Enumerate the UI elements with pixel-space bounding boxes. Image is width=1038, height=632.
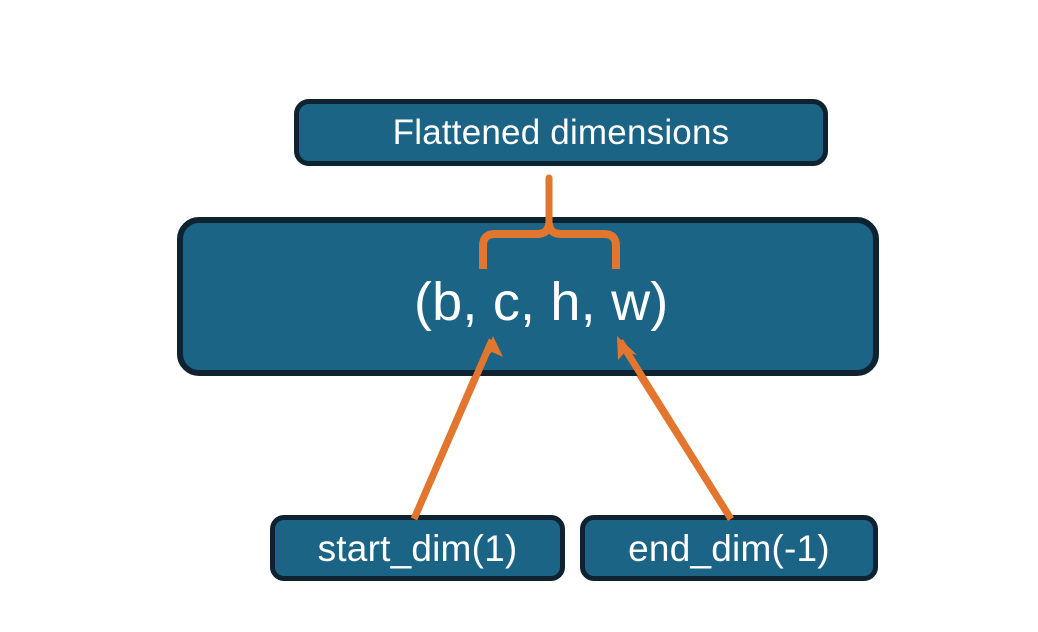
node-flattened-dimensions-label: Flattened dimensions [392,113,730,152]
node-shape-tuple[interactable]: (b, c, h, w) [177,217,879,376]
node-start-dim-label: start_dim(1) [317,527,518,569]
node-end-dim-label: end_dim(-1) [628,527,830,569]
node-start-dim[interactable]: start_dim(1) [270,515,565,581]
node-flattened-dimensions[interactable]: Flattened dimensions [294,99,828,166]
node-end-dim[interactable]: end_dim(-1) [580,515,878,581]
node-shape-tuple-label: (b, c, h, w) [414,272,669,332]
